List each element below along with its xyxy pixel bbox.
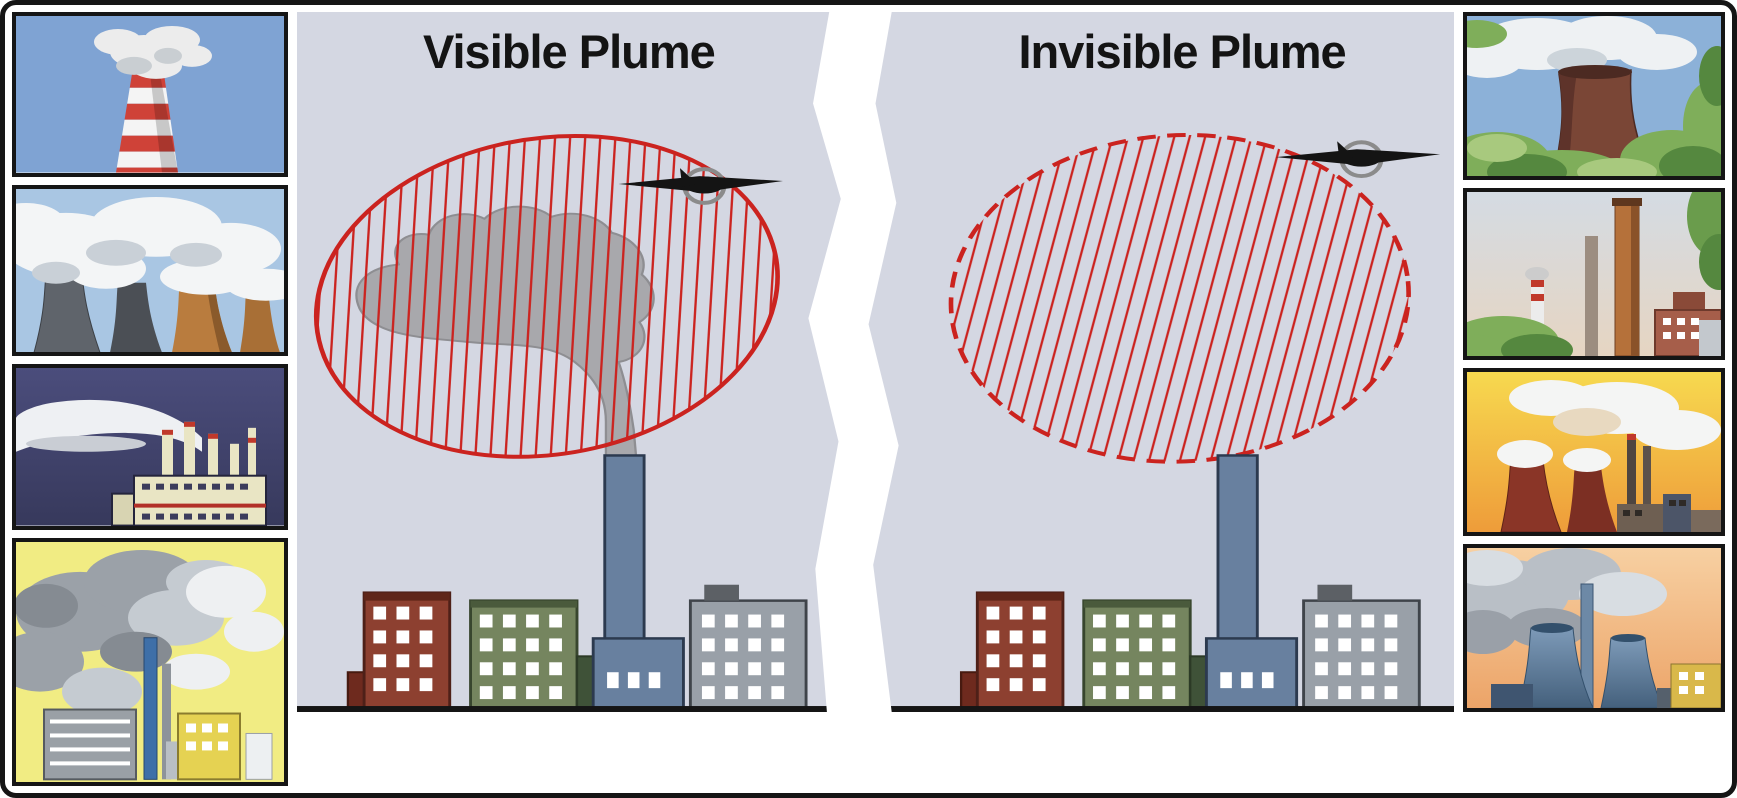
long-plume xyxy=(16,400,202,452)
visible-plume-title: Visible Plume xyxy=(423,25,716,78)
tall-stacks-illustration xyxy=(1467,192,1721,356)
foliage xyxy=(1467,192,1721,356)
dusk-towers-illustration xyxy=(1467,548,1721,708)
mill-buildings xyxy=(1654,292,1721,356)
thumbnail-smog-industrial-plant xyxy=(12,537,288,786)
right-photo-column xyxy=(1463,12,1725,786)
airplane-icon xyxy=(618,167,783,205)
thumbnail-cooling-towers-steam xyxy=(12,184,288,357)
thumbnail-tall-brick-stacks xyxy=(1463,188,1725,360)
striped-chimney xyxy=(116,73,178,173)
visible-plume-boundary xyxy=(313,133,780,459)
smog-plant-illustration xyxy=(16,541,284,782)
plant-buildings xyxy=(43,636,273,781)
sunset-plant-illustration xyxy=(1467,372,1721,532)
thumbnail-cooling-tower-foliage xyxy=(1463,12,1725,180)
plume-comparison-panel: Visible Plume Invisible Plume xyxy=(297,12,1454,712)
thumbnail-dusk-cooling-towers xyxy=(1463,544,1725,712)
cooling-towers-illustration xyxy=(16,188,284,353)
plume-diagram-canvas xyxy=(297,12,1454,712)
thumbnail-striped-smokestack xyxy=(12,12,288,177)
smog-clouds xyxy=(16,549,284,716)
airplane-icon xyxy=(1275,140,1441,179)
striped-smokestack-illustration xyxy=(16,16,284,173)
invisible-plume-boundary xyxy=(948,133,1411,464)
plant-silhouette xyxy=(1617,494,1721,532)
torn-divider xyxy=(808,12,899,712)
invisible-plume-title: Invisible Plume xyxy=(1018,25,1347,78)
left-photo-column xyxy=(12,12,288,786)
city-skyline-invisible xyxy=(961,455,1419,710)
cooling-tower-foliage-illustration xyxy=(1467,16,1721,176)
factory-buildings xyxy=(111,421,267,526)
city-skyline-visible xyxy=(348,455,806,710)
night-factory-illustration xyxy=(16,368,284,526)
thumbnail-sunset-power-plant xyxy=(1463,368,1725,536)
foliage xyxy=(1467,20,1721,176)
chimney xyxy=(1580,583,1594,708)
thumbnail-night-factory-plume xyxy=(12,364,288,530)
